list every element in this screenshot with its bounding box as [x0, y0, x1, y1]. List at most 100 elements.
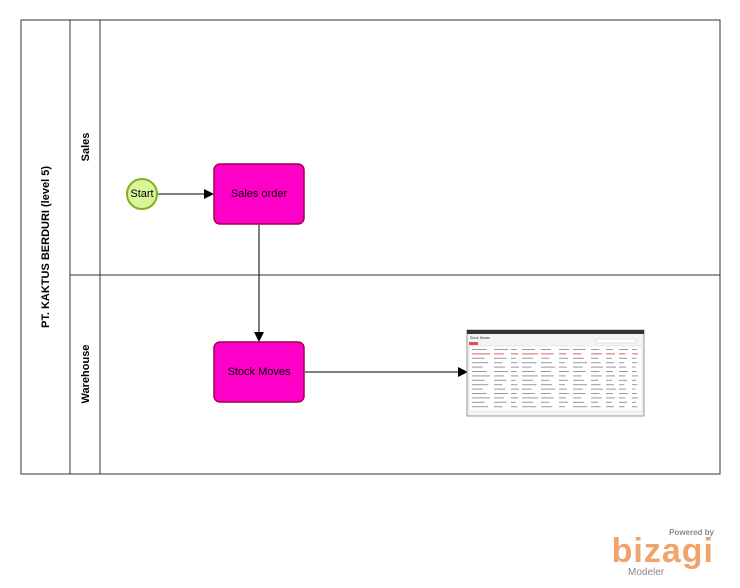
thumbnail-row-line: [632, 406, 638, 408]
thumbnail-row-line: [591, 406, 601, 408]
thumbnail-row-line: [619, 393, 628, 394]
thumbnail-row-line: [619, 384, 625, 386]
thumbnail-row-line: [511, 371, 517, 372]
thumbnail-row-line: [632, 375, 638, 377]
thumbnail-row-line: [619, 388, 627, 390]
thumbnail-search-box: [595, 338, 637, 344]
thumbnail-row-line: [559, 357, 568, 359]
thumbnail-row-line: [573, 401, 585, 403]
thumbnail-row-line: [619, 375, 626, 377]
thumbnail-row-line: [573, 388, 583, 390]
thumbnail-row-line: [511, 388, 519, 390]
thumbnail-row-line: [511, 393, 517, 394]
thumbnail-row-line: [472, 353, 490, 355]
thumbnail-row-line: [591, 353, 602, 355]
thumbnail-row-line: [591, 397, 602, 399]
thumbnail-row-line: [573, 406, 587, 408]
thumbnail-row-line: [559, 371, 569, 372]
thumbnail-row-line: [606, 375, 615, 377]
thumbnail-row-line: [632, 362, 638, 364]
thumbnail-row-line: [472, 397, 490, 399]
branding-modeler: Modeler: [628, 567, 665, 578]
thumbnail-row-line: [591, 349, 600, 350]
thumbnail-row-line: [619, 353, 626, 355]
thumbnail-row-line: [632, 384, 638, 386]
task-stock-moves[interactable]: [213, 341, 305, 403]
thumbnail-row-line: [472, 362, 489, 364]
thumbnail-row-line: [494, 349, 508, 350]
thumbnail-row-line: [619, 366, 627, 368]
thumbnail-row-line: [573, 379, 585, 381]
thumbnail-row-line: [591, 357, 599, 359]
thumbnail-row-line: [494, 379, 507, 381]
thumbnail-row-line: [619, 406, 625, 408]
task-sales-order[interactable]: [213, 163, 305, 225]
thumbnail-row-line: [494, 357, 507, 359]
thumbnail-row-line: [494, 401, 507, 403]
thumbnail-row-line: [541, 397, 554, 399]
thumbnail-row-line: [541, 362, 553, 364]
thumbnail-row-line: [606, 353, 615, 355]
thumbnail-row-line: [559, 388, 567, 390]
thumbnail-row-line: [591, 401, 599, 403]
thumbnail-row-line: [522, 366, 532, 368]
thumbnail-row-line: [606, 406, 614, 408]
thumbnail-row-line: [511, 362, 518, 364]
thumbnail-row-line: [606, 362, 614, 364]
thumbnail-row-line: [541, 393, 551, 394]
thumbnail-row-line: [511, 406, 518, 408]
thumbnail-row-line: [522, 379, 534, 381]
thumbnail-row-line: [472, 379, 485, 381]
thumbnail-row-line: [541, 349, 551, 350]
thumbnail-row-line: [619, 379, 628, 381]
start-event[interactable]: [126, 178, 158, 210]
thumbnail-row-line: [606, 397, 615, 399]
thumbnail-row-line: [494, 406, 503, 408]
thumbnail-row-line: [573, 375, 582, 377]
thumbnail-row-line: [606, 349, 613, 350]
thumbnail-row-line: [606, 384, 614, 386]
thumbnail-row-line: [494, 393, 508, 394]
thumbnail-row-line: [632, 366, 636, 368]
thumbnail-row-line: [619, 401, 628, 403]
thumbnail-row-line: [606, 388, 616, 390]
task-sales-order-label: Sales order: [231, 188, 288, 200]
thumbnail-row-line: [591, 366, 603, 368]
bizagi-logo: bizagi: [611, 532, 714, 570]
thumbnail-row-line: [522, 401, 534, 403]
thumbnail-row-line: [511, 384, 518, 386]
thumbnail-row-line: [559, 379, 568, 381]
thumbnail-row-line: [606, 379, 612, 381]
thumbnail-row-line: [522, 375, 538, 377]
thumbnail-row-line: [472, 388, 483, 390]
thumbnail-row-line: [632, 353, 638, 355]
thumbnail-row-line: [591, 362, 601, 364]
thumbnail-row-line: [573, 366, 583, 368]
thumbnail-row-line: [522, 388, 532, 390]
thumbnail-row-line: [494, 375, 504, 377]
thumbnail-row-line: [511, 375, 519, 377]
thumbnail-row-line: [522, 384, 537, 386]
thumbnail-row-line: [559, 353, 566, 355]
pool-title: PT. KAKTUS BERDURI (level 5): [40, 166, 52, 328]
thumbnail-table: [468, 345, 643, 412]
thumbnail-row-line: [541, 388, 555, 390]
thumbnail-row-line: [511, 366, 519, 368]
thumbnail-row-line: [559, 375, 566, 377]
thumbnail-row-line: [541, 401, 550, 403]
thumbnail-row-line: [494, 353, 504, 355]
thumbnail-row-line: [632, 379, 637, 381]
stock-moves-screenshot-artifact[interactable]: Stock Moves: [466, 329, 645, 417]
thumbnail-row-line: [511, 357, 516, 359]
thumbnail-create-button: [469, 342, 478, 345]
thumbnail-rows: [472, 349, 638, 408]
thumbnail-title: Stock Moves: [470, 336, 490, 340]
thumbnail-row-line: [632, 371, 637, 372]
thumbnail-row-line: [619, 397, 626, 399]
thumbnail-row-line: [511, 379, 516, 381]
thumbnail-row-line: [522, 357, 534, 359]
task-stock-moves-label: Stock Moves: [228, 366, 291, 378]
thumbnail-row-line: [541, 379, 550, 381]
thumbnail-row-line: [559, 397, 566, 399]
thumbnail-row-line: [632, 393, 637, 394]
